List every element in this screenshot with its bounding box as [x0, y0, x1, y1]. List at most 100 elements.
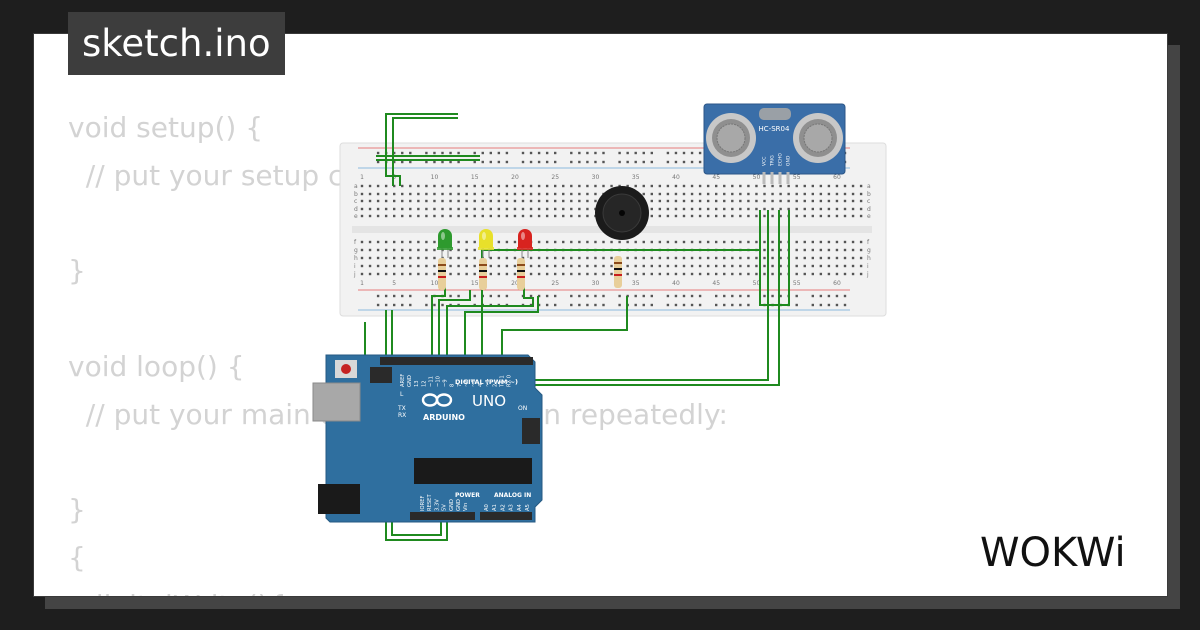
sensor-pin: [762, 172, 766, 184]
code-line: }: [68, 493, 86, 527]
analog-header-label: ANALOG IN: [494, 492, 531, 499]
sensor-pin-label: ECHO: [778, 153, 784, 166]
sensor-pin-label: TRIG: [770, 155, 776, 167]
breadboard-column-number: 10: [431, 174, 439, 181]
breadboard-row-letter: e: [867, 213, 871, 220]
sensor-pin: [786, 172, 790, 184]
breadboard-row-letter: b: [867, 191, 871, 198]
sketch-title-tab: sketch.ino: [68, 12, 285, 75]
rx-led-label: RX: [398, 412, 406, 419]
code-line: digitalWrite(){: [68, 582, 728, 596]
breadboard-row-letter: a: [354, 183, 358, 190]
breadboard-column-number: 35: [632, 174, 640, 181]
arduino-pin-label: GND: [449, 499, 455, 511]
wire: [759, 210, 790, 306]
arduino-pin-label: 3.3V: [434, 499, 440, 511]
arduino-pin-label: 5V: [442, 504, 448, 511]
arduino-pin-label: A1: [492, 504, 498, 511]
arduino-pin-label: GND: [407, 375, 413, 387]
arduino-pin-label: 13: [414, 380, 420, 387]
breadboard-row-letter: j: [353, 271, 356, 278]
breadboard-row-letter: f: [867, 239, 870, 246]
arduino-pin-label: TX 1: [499, 375, 505, 388]
breadboard-row-letter: j: [866, 271, 869, 278]
arduino-pin-label: ~5: [471, 379, 477, 387]
sensor-pin: [778, 172, 782, 184]
arduino-pin-label: ~11: [428, 376, 434, 387]
breadboard-column-number: 55: [793, 280, 801, 287]
arduino-pin-label: ~9: [443, 379, 449, 387]
breadboard-row-letter: i: [867, 263, 869, 270]
code-line: void loop() {: [68, 349, 245, 383]
resistors: [438, 256, 622, 290]
wire: [481, 210, 761, 360]
sensor-pin: [770, 172, 774, 184]
breadboard-column-number: 30: [592, 174, 600, 181]
wire: [392, 117, 458, 186]
breadboard-column-number: 55: [793, 174, 801, 181]
tx-led-label: TX: [397, 405, 406, 412]
arduino-pin-label: Vin: [463, 503, 469, 511]
led-yellow: [478, 229, 494, 258]
breadboard-column-number: 45: [712, 280, 720, 287]
breadboard-column-number: 50: [753, 174, 761, 181]
arduino-brand-label: ARDUINO: [423, 413, 465, 422]
breadboard-column-number: 60: [833, 174, 841, 181]
breadboard-row-letter: b: [354, 191, 358, 198]
breadboard-column-number: 15: [471, 174, 479, 181]
wire: [431, 286, 446, 360]
sensor-model-label: HC-SR04: [759, 125, 790, 133]
arduino-pin-label: ~10: [436, 376, 442, 387]
arduino-pin-label: 8: [450, 384, 456, 387]
resistor: [614, 256, 622, 288]
wire: [438, 290, 471, 360]
arduino-pin-label: 7: [457, 384, 463, 387]
breadboard-column-number: 40: [672, 174, 680, 181]
board-uno-label: UNO: [472, 392, 506, 410]
breadboard-column-number: 60: [833, 280, 841, 287]
breadboard-row-letter: i: [354, 263, 356, 270]
resistor: [438, 258, 446, 290]
breadboard-row-letter: h: [867, 255, 871, 262]
breadboard-column-number: 15: [471, 280, 479, 287]
sensor-pin-label: VCC: [762, 157, 768, 166]
breadboard-row-letter: e: [354, 213, 358, 220]
breadboard-row-letter: g: [867, 247, 871, 254]
breadboard-column-number: 25: [551, 174, 559, 181]
breadboard-row-letter: h: [354, 255, 358, 262]
arduino-pin-label: A3: [509, 504, 515, 511]
l-led-label: L: [400, 391, 404, 398]
breadboard-column-number: 20: [511, 280, 519, 287]
arduino-logo-icon: [421, 393, 453, 407]
arduino-pin-label: RX 0: [507, 375, 513, 387]
wire: [385, 113, 458, 186]
code-line: void setup() {: [68, 111, 264, 144]
arduino-pin-label: ~6: [464, 379, 470, 387]
breadboard-column-number: 40: [672, 280, 680, 287]
digital-header-label: DIGITAL (PWM ~): [455, 378, 518, 386]
arduino-pin-label: GND: [456, 499, 462, 511]
breadboard-column-number: 35: [632, 280, 640, 287]
led-red: [517, 229, 533, 258]
breadboard-column-number: 50: [753, 280, 761, 287]
leds: [437, 229, 533, 258]
breadboard-column-number: 5: [392, 280, 396, 287]
breadboard-row-letter: c: [354, 198, 357, 205]
arduino-pin-label: RESET: [427, 494, 433, 511]
arduino-pin-label: 4: [478, 383, 484, 387]
sensor-pin-label: GND: [786, 155, 792, 166]
on-led-label: ON: [518, 405, 527, 412]
arduino-pin-label: A4: [517, 503, 523, 511]
code-line: {: [68, 541, 86, 575]
breadboard-column-number: 5: [392, 174, 396, 181]
arduino-pin-label: 2: [492, 384, 498, 387]
breadboard-column-number: 1: [360, 280, 364, 287]
breadboard-column-number: 45: [712, 174, 720, 181]
arduino-pin-label: A0: [484, 504, 490, 511]
